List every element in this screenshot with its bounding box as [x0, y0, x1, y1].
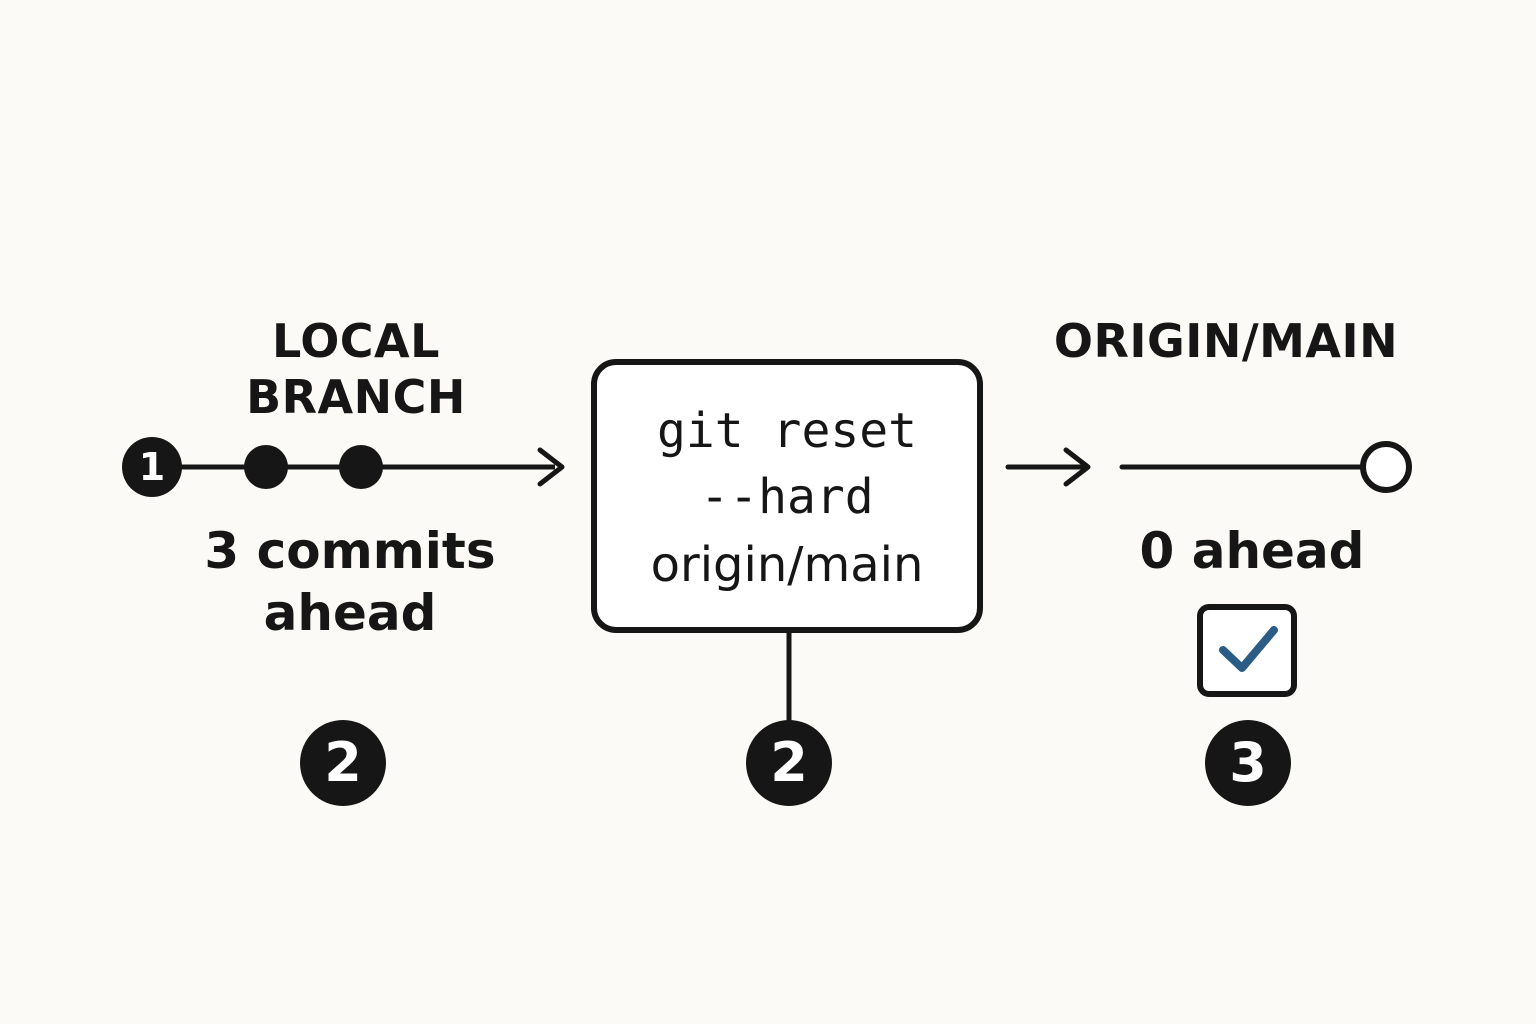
command-line2: --hard — [700, 469, 874, 525]
arrow-to-origin-icon — [1063, 447, 1091, 487]
commit-dot — [244, 445, 288, 489]
step-badge-local — [300, 720, 386, 806]
origin-status: 0 ahead — [1139, 522, 1365, 580]
commit-dot — [339, 445, 383, 489]
local-heading-line1: LOCAL — [272, 314, 440, 368]
step-badge-origin-label: 3 — [1229, 731, 1267, 794]
local-heading-line2: BRANCH — [246, 370, 466, 424]
local-status-line2: ahead — [263, 584, 437, 642]
step-badge-origin — [1205, 720, 1291, 806]
start-commit-marker — [122, 437, 182, 497]
local-status-line1: 3 commits — [204, 522, 496, 580]
check-mark-icon — [1219, 626, 1278, 672]
step-badge-command — [746, 720, 832, 806]
step-badge-command-label: 2 — [770, 731, 808, 794]
origin-heading: ORIGIN/MAIN — [1053, 314, 1399, 368]
command-line3: origin/main — [650, 537, 924, 593]
command-line1: git reset — [656, 403, 918, 459]
step-badge-local-label: 2 — [324, 731, 362, 794]
origin-commit-hollow — [1360, 441, 1412, 493]
arrow-to-command-icon — [537, 447, 565, 487]
check-box — [1197, 604, 1297, 697]
start-marker-label: 1 — [138, 445, 166, 489]
